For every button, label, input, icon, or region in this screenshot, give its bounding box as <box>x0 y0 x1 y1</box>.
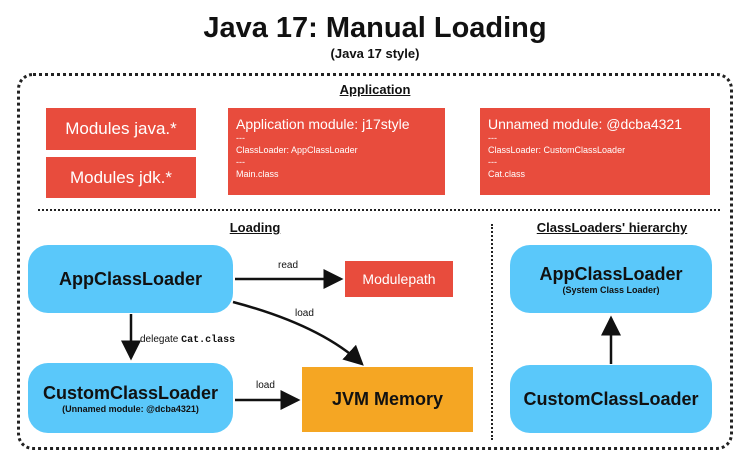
modules-jdk-box: Modules jdk.* <box>46 157 196 198</box>
load-label: load <box>295 308 314 319</box>
unnamed-module-box: Unnamed module: @dcba4321 --- ClassLoade… <box>480 108 710 195</box>
node-sublabel: (Unnamed module: @dcba4321) <box>62 403 199 414</box>
loading-heading: Loading <box>229 220 281 235</box>
module-title: Unnamed module: @dcba4321 <box>488 116 683 132</box>
module-class: Main.class <box>236 169 279 179</box>
page-title: Java 17: Manual Loading <box>203 12 547 44</box>
module-title: Application module: j17style <box>236 116 410 132</box>
app-classloader-node: AppClassLoader <box>28 245 233 313</box>
load-label: load <box>256 380 275 391</box>
module-classloader: ClassLoader: CustomClassLoader <box>488 145 626 155</box>
node-label: CustomClassLoader <box>523 388 699 409</box>
module-class: Cat.class <box>488 169 526 179</box>
hierarchy-app-classloader: AppClassLoader (System Class Loader) <box>510 245 712 313</box>
delegate-class: Cat.class <box>181 335 236 346</box>
hierarchy-custom-classloader: CustomClassLoader <box>510 365 712 433</box>
separator: --- <box>236 133 245 143</box>
node-sublabel: (System Class Loader) <box>562 284 660 295</box>
separator: --- <box>488 133 497 143</box>
module-classloader: ClassLoader: AppClassLoader <box>236 145 358 155</box>
node-label: AppClassLoader <box>58 268 203 289</box>
custom-classloader-node: CustomClassLoader (Unnamed module: @dcba… <box>28 363 233 433</box>
application-heading: Application <box>339 82 411 97</box>
separator: --- <box>488 157 497 167</box>
jvm-memory-node: JVM Memory <box>302 367 473 432</box>
section-divider-vertical <box>491 224 493 440</box>
read-label: read <box>278 260 299 271</box>
section-divider-horizontal <box>38 209 720 211</box>
page-subtitle: (Java 17 style) <box>330 46 420 61</box>
node-label: CustomClassLoader <box>42 382 219 403</box>
modulepath-node: Modulepath <box>345 261 453 297</box>
load-arrow-app <box>232 300 364 366</box>
delegate-text: delegate <box>140 334 179 345</box>
outer-frame <box>17 73 733 450</box>
hierarchy-heading: ClassLoaders' hierarchy <box>536 220 688 235</box>
application-module-box: Application module: j17style --- ClassLo… <box>228 108 445 195</box>
separator: --- <box>236 157 245 167</box>
modules-java-box: Modules java.* <box>46 108 196 150</box>
delegate-label: delegate Cat.class <box>140 334 235 346</box>
node-label: AppClassLoader <box>539 263 683 284</box>
